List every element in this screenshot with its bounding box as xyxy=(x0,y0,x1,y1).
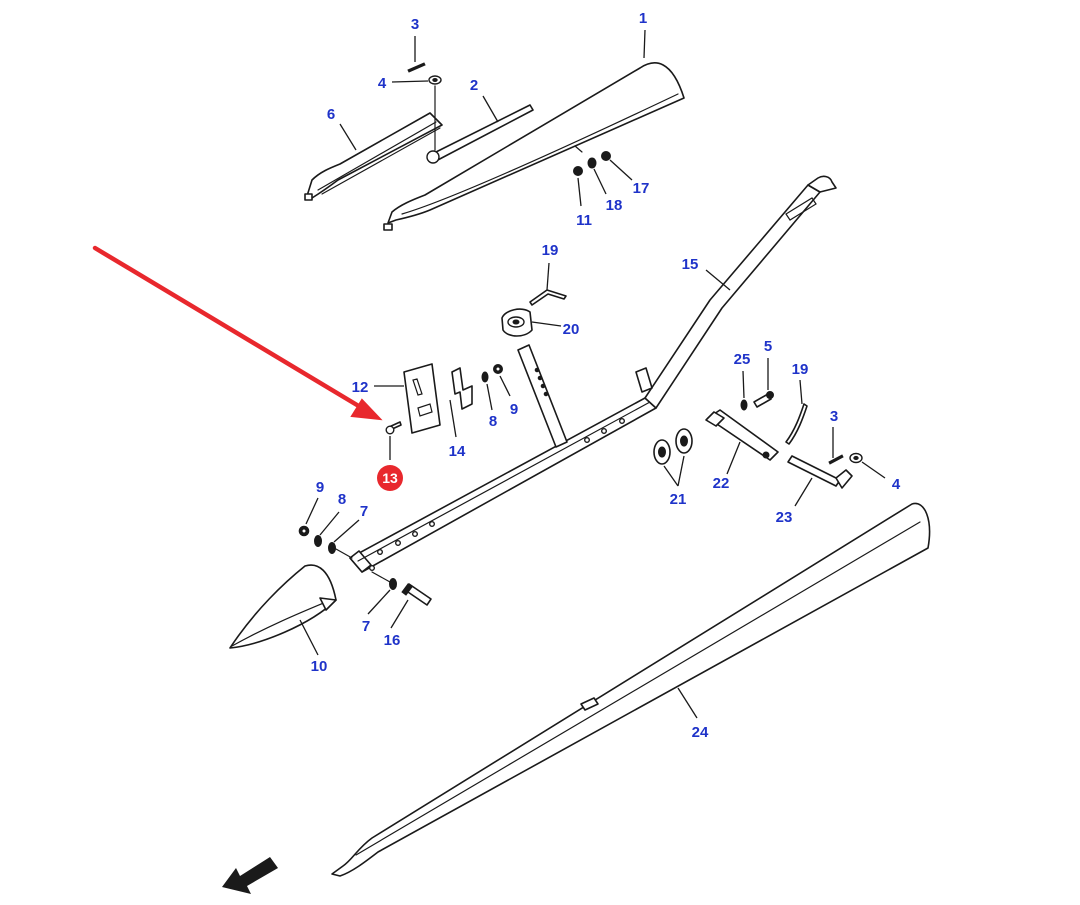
part-16-bolt xyxy=(401,583,432,606)
part-10-nose-cone xyxy=(229,564,337,649)
callout-6[interactable]: 6 xyxy=(327,106,335,123)
part-4-washer-lower xyxy=(849,452,863,464)
callout-23[interactable]: 23 xyxy=(776,509,793,526)
callout-8-left[interactable]: 8 xyxy=(338,491,346,508)
callout-20[interactable]: 20 xyxy=(563,321,580,338)
callout-16[interactable]: 16 xyxy=(384,632,401,649)
part-6-small-shield xyxy=(304,112,443,201)
callout-13-highlight-badge[interactable]: 13 xyxy=(377,465,403,491)
callout-25[interactable]: 25 xyxy=(734,351,751,368)
callout-19-lower[interactable]: 19 xyxy=(792,361,809,378)
callout-4-upper[interactable]: 4 xyxy=(378,75,387,92)
callout-21[interactable]: 21 xyxy=(670,491,687,508)
part-9-nut-left xyxy=(298,525,310,537)
callout-1[interactable]: 1 xyxy=(639,10,647,27)
callout-11[interactable]: 11 xyxy=(576,212,592,229)
callout-19-upper[interactable]: 19 xyxy=(542,242,559,259)
callout-10[interactable]: 10 xyxy=(311,658,328,675)
part-19-handle-upper xyxy=(529,289,567,306)
part-19-pin-lower xyxy=(785,403,808,445)
part-15-main-frame xyxy=(349,175,837,573)
part-14-bracket xyxy=(451,367,473,410)
part-18-washer-upper xyxy=(587,157,597,169)
part-15-vertical-post xyxy=(517,344,568,448)
callout-3-upper[interactable]: 3 xyxy=(411,16,419,33)
part-3-pin-lower xyxy=(828,454,844,465)
part-7-washer-bottom xyxy=(371,571,397,590)
red-pointer-arrow xyxy=(92,245,383,421)
callout-18[interactable]: 18 xyxy=(606,197,623,214)
part-8-washer-mid xyxy=(481,371,489,383)
part-11-nut-upper xyxy=(573,166,583,176)
part-13-bolt xyxy=(385,421,402,435)
part-25-washer xyxy=(740,399,748,411)
part-9-nut-mid xyxy=(493,364,503,374)
callout-7-left[interactable]: 7 xyxy=(360,503,368,520)
callout-5[interactable]: 5 xyxy=(764,338,772,355)
callout-24[interactable]: 24 xyxy=(692,724,709,741)
part-22-shaft-arm xyxy=(705,409,779,461)
part-7-washer-left xyxy=(328,542,353,559)
part-12-plate xyxy=(403,363,441,434)
callout-15[interactable]: 15 xyxy=(682,256,699,273)
callout-3-lower[interactable]: 3 xyxy=(830,408,838,425)
callout-9-left[interactable]: 9 xyxy=(316,479,324,496)
callout-8-mid[interactable]: 8 xyxy=(489,413,497,430)
callout-12[interactable]: 12 xyxy=(352,379,369,396)
part-2-rod xyxy=(426,104,534,164)
callout-9-mid[interactable]: 9 xyxy=(510,401,518,418)
direction-arrow-icon xyxy=(222,857,278,894)
part-8-washer-left xyxy=(314,535,322,547)
callout-14[interactable]: 14 xyxy=(449,443,466,460)
part-24-lower-shield xyxy=(331,502,931,877)
callout-7-bottom[interactable]: 7 xyxy=(362,618,370,635)
part-3-pin-upper xyxy=(407,62,426,73)
callout-4-lower[interactable]: 4 xyxy=(892,476,901,493)
part-1-upper-shield xyxy=(383,62,685,231)
callout-17[interactable]: 17 xyxy=(633,180,650,197)
part-17-bolt-upper xyxy=(601,151,611,161)
part-4-washer-upper xyxy=(428,75,442,151)
part-21-roller-left xyxy=(653,439,671,465)
callout-2[interactable]: 2 xyxy=(470,77,478,94)
callout-13: 13 xyxy=(382,470,398,486)
part-21-roller-right xyxy=(675,428,693,454)
part-5-bolt xyxy=(753,391,774,408)
leader-lines xyxy=(299,29,886,719)
callout-22[interactable]: 22 xyxy=(713,475,730,492)
part-23-linkage-rod xyxy=(787,455,853,489)
part-20-clamp xyxy=(501,308,533,337)
